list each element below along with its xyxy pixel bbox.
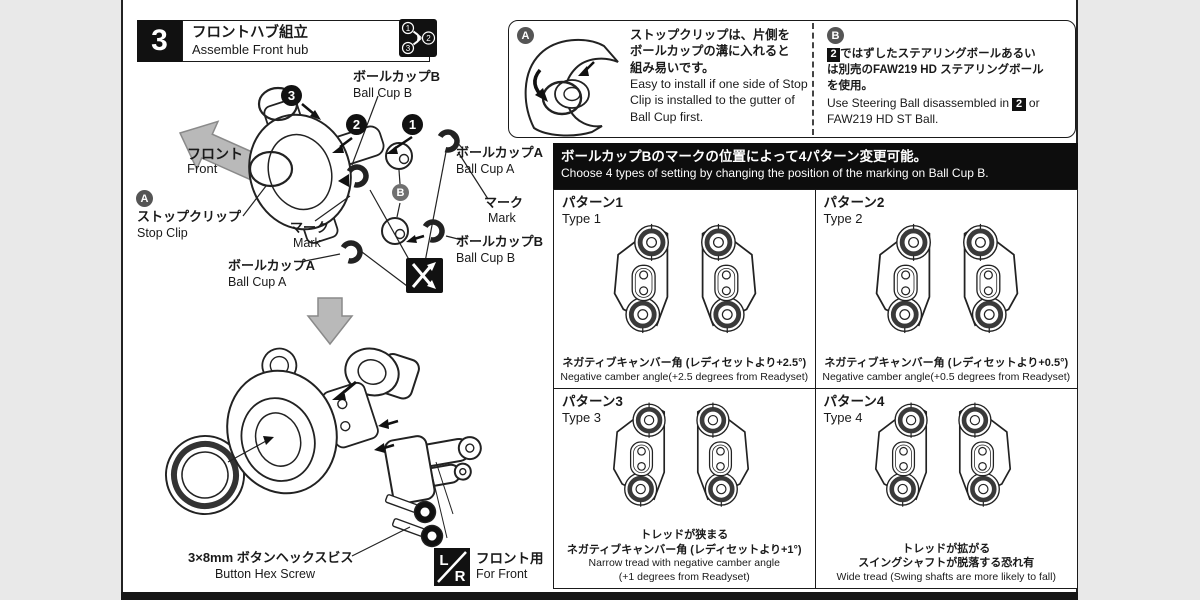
pattern-banner: ボールカップBのマークの位置によって4パターン変更可能。 Choose 4 ty… — [553, 143, 1078, 189]
step-title: フロントハブ組立 Assemble Front hub — [182, 20, 430, 62]
suspension-arm-pair-illustration — [863, 216, 1031, 348]
left-right-icon: L R — [434, 548, 470, 586]
step-number: 3 — [137, 20, 182, 62]
pattern-cell-3: パターン3 Type 3 トレッドが狭まる ネガティブキャンバー角 (レディセッ… — [554, 389, 816, 588]
pattern-cell-1: パターン1 Type 1 ネガティブキャンバー角 (レディセットより+2.5°)… — [554, 190, 816, 389]
mark-label-jp: マーク — [484, 195, 524, 210]
for-front-label-jp: フロント用 — [476, 551, 544, 566]
next-section-bar — [121, 592, 1078, 600]
screw-label-en: Button Hex Screw — [214, 567, 316, 581]
screw-label-jp: 3×8mm ボタンヘックスビス — [188, 550, 354, 565]
note-divider — [812, 23, 814, 135]
exploded-diagram — [165, 86, 489, 557]
svg-text:L: L — [439, 552, 448, 569]
ball-cup-a-label2-en: Ball Cup A — [228, 275, 287, 289]
step2-ref-badge: 2 — [827, 48, 841, 62]
suspension-arm-pair-illustration — [601, 395, 761, 521]
stop-clip-label-en: Stop Clip — [137, 226, 188, 240]
svg-text:R: R — [455, 568, 466, 585]
svg-text:3: 3 — [406, 44, 411, 53]
note-a-text: ストップクリップは、片側を ボールカップの溝に入れると 組み易いです。 Easy… — [630, 28, 808, 124]
note-a-marker: A — [517, 27, 534, 44]
front-label-jp: フロント — [187, 146, 243, 162]
note-a-ref-marker: A — [136, 190, 153, 207]
mark-label2-en: Mark — [293, 236, 321, 250]
ball-cup-a-label2-jp: ボールカップA — [228, 258, 315, 273]
mark-label2-jp: マーク — [290, 220, 330, 235]
step-title-jp: フロントハブ組立 — [192, 25, 308, 41]
order-marker-2: 2 — [346, 114, 367, 135]
order-marker-1: 1 — [402, 114, 423, 135]
stop-clip-illustration — [524, 38, 619, 137]
ball-cup-shapes — [339, 129, 460, 264]
note-b-ref-marker: B — [392, 184, 409, 201]
pattern-cell-4: パターン4 Type 4 トレッドが拡がる スイングシャフトが脱落する恐れ有 W… — [823, 394, 1056, 583]
ball-cup-b-label2-jp: ボールカップB — [456, 234, 543, 249]
down-arrow-icon — [306, 297, 354, 346]
ball-cup-a-label-jp: ボールカップA — [456, 145, 543, 160]
note-band — [508, 20, 1076, 138]
ball-cup-a-label-en: Ball Cup A — [456, 162, 515, 176]
suspension-arm-pair-illustration — [863, 395, 1023, 521]
mark-label-en: Mark — [488, 211, 516, 225]
order-marker-3: 3 — [281, 85, 302, 106]
stop-clip-label-jp: ストップクリップ — [137, 209, 242, 224]
svg-text:2: 2 — [426, 34, 431, 43]
steering-arm-shape — [383, 435, 482, 505]
pattern-grid: パターン1 Type 1 ネガティブキャンバー角 (レディセットより+2.5°)… — [553, 189, 1078, 589]
step-title-en: Assemble Front hub — [192, 42, 309, 58]
bearing-shape — [165, 435, 245, 515]
front-label-en: Front — [187, 161, 218, 176]
step2-ref-badge: 2 — [1012, 97, 1026, 112]
pattern-cell-2: パターン2 Type 2 ネガティブキャンバー角 (レディセットより+0.5°)… — [815, 190, 1077, 389]
knuckle-shape — [226, 347, 379, 495]
assembly-order-icon: 1 3 2 — [399, 19, 437, 57]
suspension-arm-pair-illustration — [601, 216, 769, 348]
for-front-label-en: For Front — [476, 567, 528, 581]
direction-swap-icon — [406, 258, 443, 293]
note-b-marker: B — [827, 27, 844, 44]
ball-cup-b-label-en: Ball Cup B — [353, 86, 413, 100]
ball-cup-b-label-jp: ボールカップB — [353, 69, 440, 84]
ball-cup-b-label2-en: Ball Cup B — [456, 251, 516, 265]
svg-text:1: 1 — [406, 24, 411, 33]
